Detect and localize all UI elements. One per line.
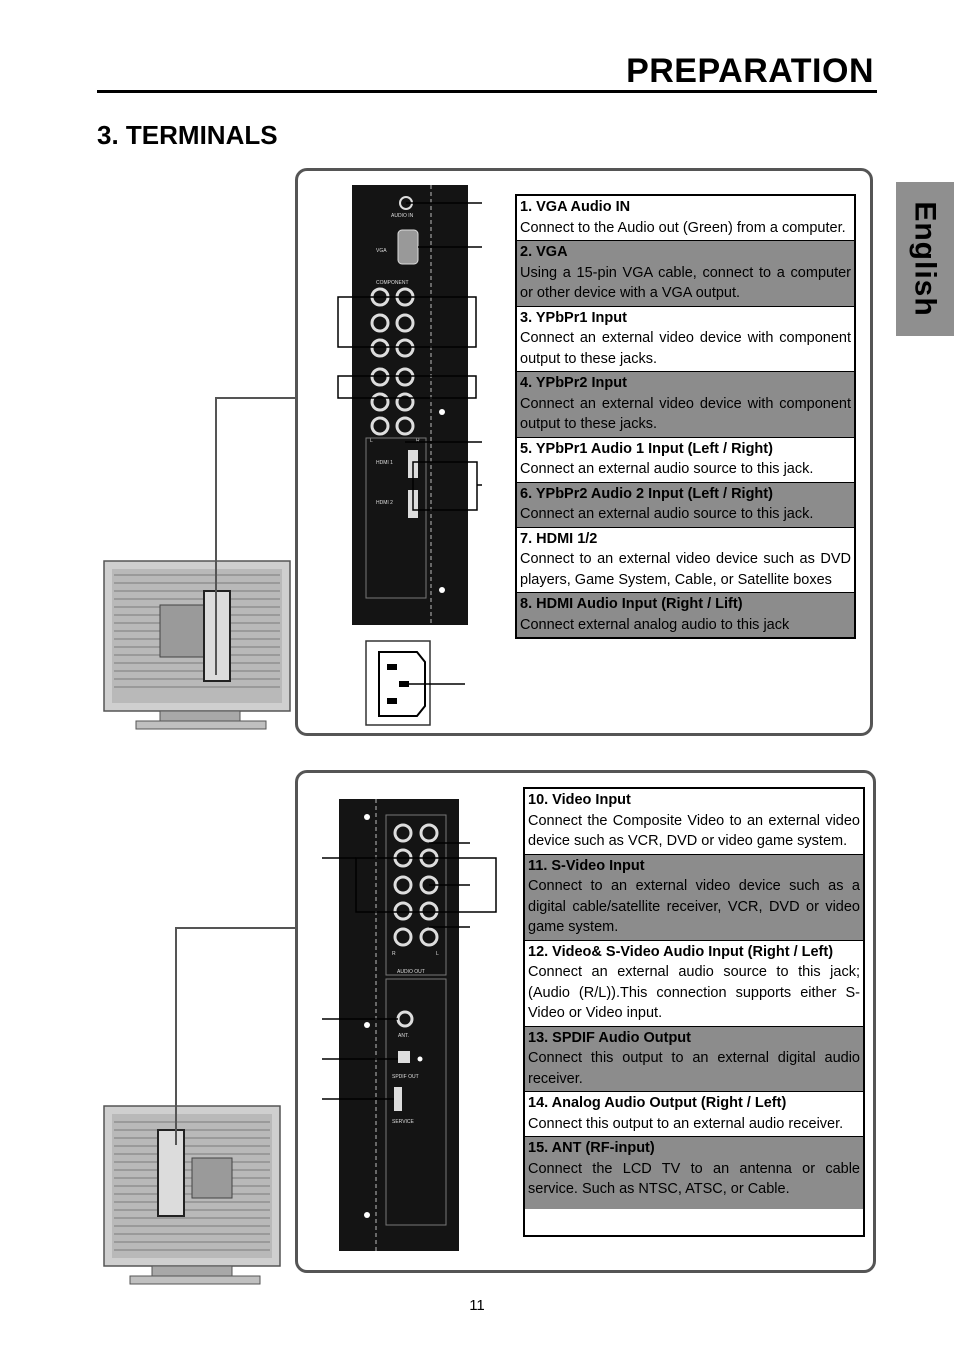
tv-rear-illustration-2 <box>103 1105 281 1285</box>
component-r-label: R <box>416 438 420 444</box>
connector-strip-2: R L AUDIO OUT ANT. SPDIF OUT SERVICE <box>322 799 497 1251</box>
desc-row-ant-input: 15. ANT (RF-input)Connect the LCD TV to … <box>525 1137 863 1209</box>
panel1-pointer-line <box>215 397 296 675</box>
audio-out-l-label: L <box>436 951 439 957</box>
language-tab: English <box>896 182 954 336</box>
desc-row-hdmi-audio: 8. HDMI Audio Input (Right / Lift)Connec… <box>517 593 854 637</box>
vga-label: VGA <box>376 248 387 254</box>
spdif-out-label: SPDIF OUT <box>392 1074 419 1080</box>
page-number: 11 <box>469 1297 485 1314</box>
power-connector-icon <box>365 640 465 726</box>
component-l-label: L <box>370 438 373 444</box>
service-label: SERVICE <box>392 1119 415 1125</box>
ant-label: ANT. <box>398 1033 409 1039</box>
language-tab-label: English <box>909 201 942 317</box>
desc-row-ypbpr1-audio: 5. YPbPr1 Audio 1 Input (Left / Right)Co… <box>517 438 854 483</box>
header-rule <box>97 90 877 93</box>
terminals-panel-1 <box>295 168 873 736</box>
audio-out-label: AUDIO OUT <box>397 969 425 975</box>
connector-strip-1: AUDIO IN VGA COMPONENT L R HDMI 1 HDMI 2 <box>337 185 482 625</box>
audio-in-label: AUDIO IN <box>391 213 414 219</box>
desc-row-analog-audio-output: 14. Analog Audio Output (Right / Left)Co… <box>525 1092 863 1137</box>
audio-out-r-label: R <box>392 951 396 957</box>
section-title: 3. TERMINALS <box>97 120 278 150</box>
tv-rear-illustration-1 <box>103 560 291 730</box>
component-label: COMPONENT <box>376 280 409 286</box>
hdmi2-label: HDMI 2 <box>376 500 393 506</box>
page-header-title: PREPARATION <box>626 52 874 90</box>
terminals-panel-2 <box>295 770 876 1273</box>
panel2-pointer-line <box>175 927 296 1145</box>
desc-row-video-audio-input: 12. Video& S-Video Audio Input (Right / … <box>525 941 863 1027</box>
desc-row-ypbpr2-audio: 6. YPbPr2 Audio 2 Input (Left / Right)Co… <box>517 482 854 528</box>
hdmi1-label: HDMI 1 <box>376 460 393 466</box>
